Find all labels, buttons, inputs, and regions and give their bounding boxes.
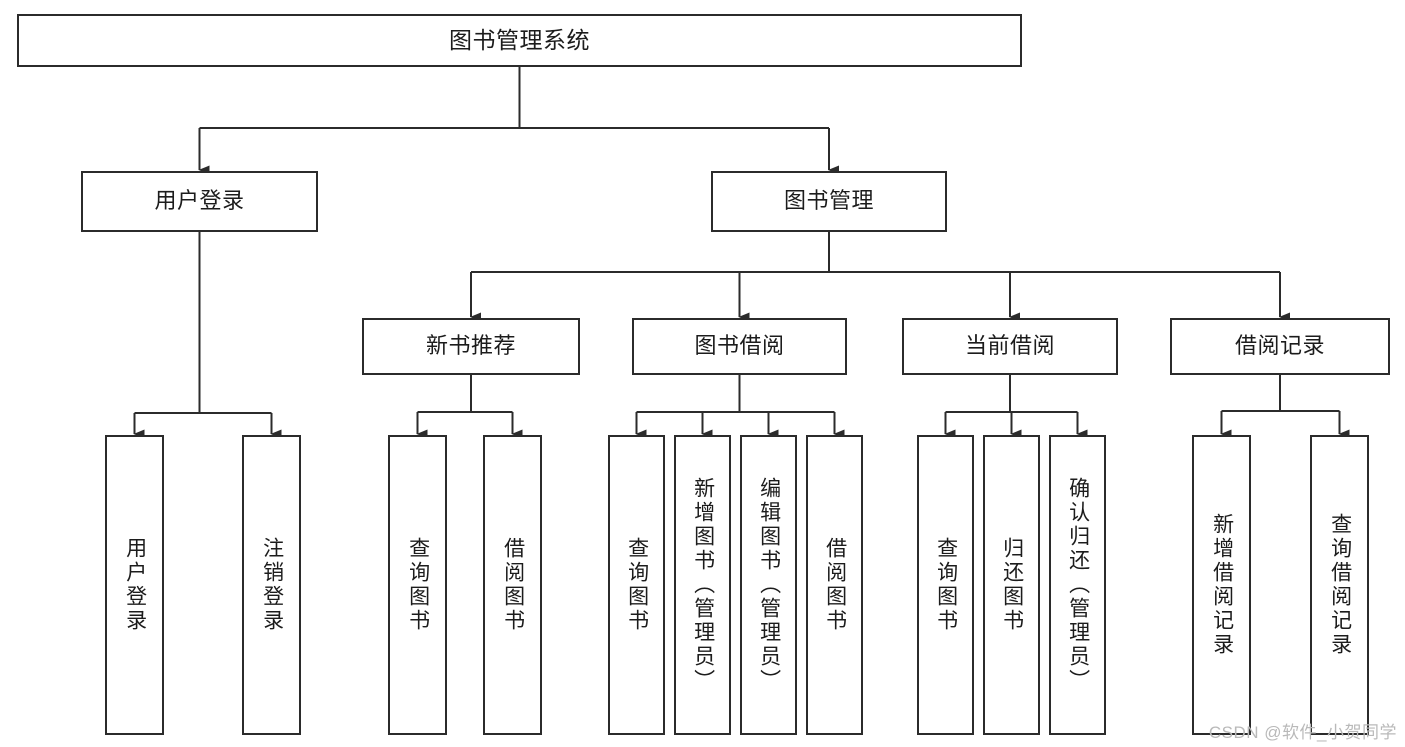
node-leaf-rec-1[interactable]: 新增借阅记录 (1192, 435, 1251, 735)
node-leaf-new-2[interactable]: 借阅图书 (483, 435, 542, 735)
node-newbook[interactable]: 新书推荐 (362, 318, 580, 375)
node-leaf-cur-2[interactable]: 归还图书 (983, 435, 1040, 735)
node-label: 借阅图书 (823, 537, 847, 633)
node-label: 图书借阅 (694, 333, 785, 359)
node-label: 注销登录 (260, 537, 284, 633)
node-login[interactable]: 用户登录 (81, 171, 318, 232)
node-label: 图书管理系统 (449, 26, 590, 53)
node-label: 查询图书 (934, 537, 958, 633)
node-leaf-new-1[interactable]: 查询图书 (388, 435, 447, 735)
node-leaf-bor-4[interactable]: 借阅图书 (806, 435, 863, 735)
node-label: 借阅记录 (1234, 333, 1325, 359)
node-label: 新增借阅记录 (1210, 513, 1234, 657)
node-label: 归还图书 (1000, 537, 1024, 633)
node-leaf-cur-3[interactable]: 确认归还（管理员） (1049, 435, 1106, 735)
node-records[interactable]: 借阅记录 (1170, 318, 1390, 375)
node-label: 新增图书（管理员） (691, 477, 715, 693)
node-label: 借阅图书 (501, 537, 525, 633)
node-leaf-rec-2[interactable]: 查询借阅记录 (1310, 435, 1369, 735)
node-label: 用户登录 (123, 537, 147, 633)
node-leaf-login-1[interactable]: 用户登录 (105, 435, 164, 735)
node-borrow[interactable]: 图书借阅 (632, 318, 847, 375)
node-root[interactable]: 图书管理系统 (17, 14, 1022, 67)
node-label: 当前借阅 (964, 333, 1055, 359)
node-label: 新书推荐 (425, 333, 516, 359)
node-label: 编辑图书（管理员） (757, 477, 781, 693)
node-label: 确认归还（管理员） (1066, 477, 1090, 693)
node-label: 用户登录 (154, 188, 245, 214)
node-leaf-bor-3[interactable]: 编辑图书（管理员） (740, 435, 797, 735)
node-bookmgmt[interactable]: 图书管理 (711, 171, 947, 232)
node-current[interactable]: 当前借阅 (902, 318, 1118, 375)
node-label: 图书管理 (783, 188, 874, 214)
node-leaf-login-2[interactable]: 注销登录 (242, 435, 301, 735)
node-label: 查询图书 (406, 537, 430, 633)
node-label: 查询图书 (625, 537, 649, 633)
node-label: 查询借阅记录 (1328, 513, 1352, 657)
edge-group (133, 67, 1350, 439)
node-leaf-cur-1[interactable]: 查询图书 (917, 435, 974, 735)
node-leaf-bor-2[interactable]: 新增图书（管理员） (674, 435, 731, 735)
node-leaf-bor-1[interactable]: 查询图书 (608, 435, 665, 735)
